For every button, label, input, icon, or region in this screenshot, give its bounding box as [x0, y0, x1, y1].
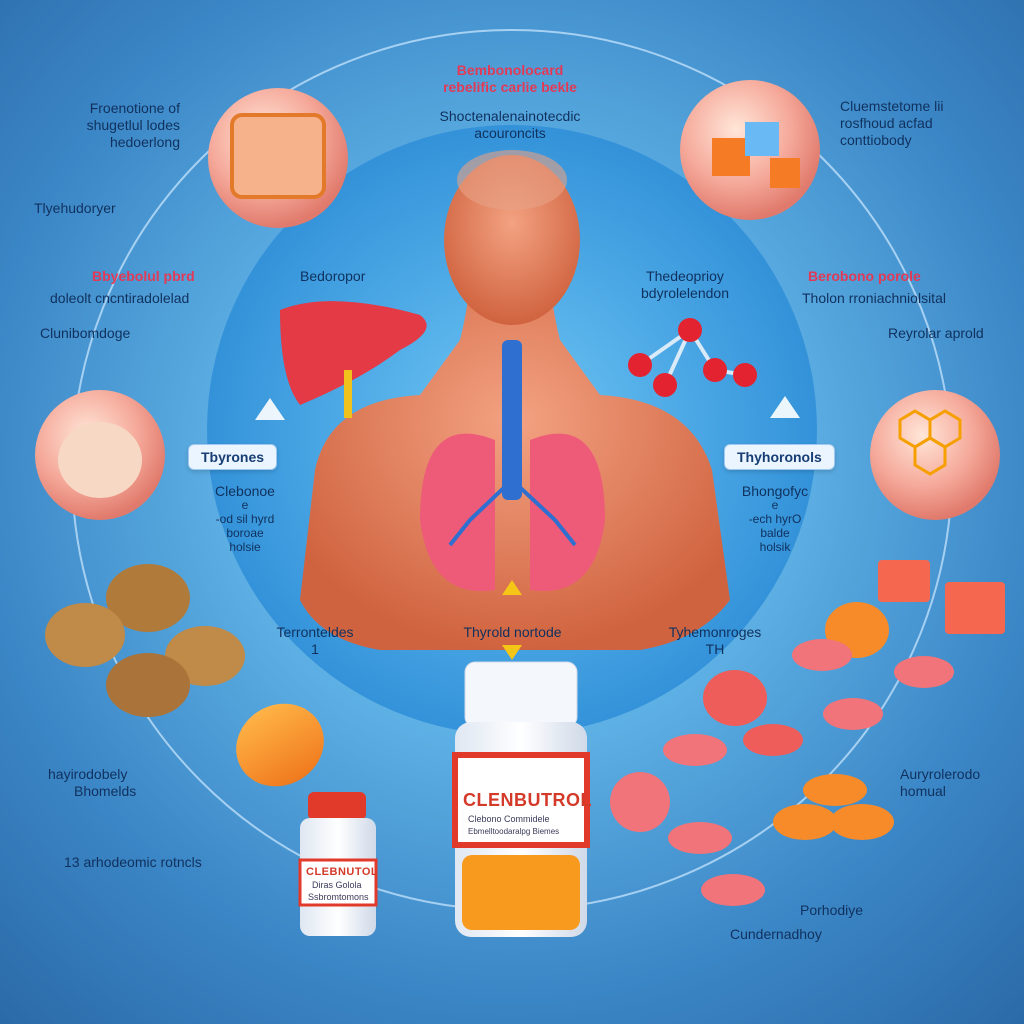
right-info-line: -ech hyrO — [748, 512, 802, 526]
pills-group — [610, 560, 1005, 906]
left-info-line: Clebonoe — [215, 483, 275, 499]
fat-cells-icon — [58, 422, 142, 498]
big-bottle-sub2: Ebmelltoodaralpg Biemes — [468, 827, 560, 836]
lower-right-center-label: Tyhemonroges TH — [650, 624, 780, 658]
bottom-right-note1: Porhodiye — [800, 902, 864, 918]
pill-label-left: Tbyrones — [188, 444, 278, 470]
liver-stem — [344, 370, 352, 418]
nuts-group — [45, 564, 245, 717]
left-info-line: -od sil hyrd — [215, 512, 275, 526]
big-bottle — [452, 661, 590, 937]
up-arrow-right — [770, 396, 800, 418]
lower-right-center-line: TH — [705, 641, 725, 657]
top-right-caption: Cluemstetome lii rosfhoud acfad conttiob… — [840, 98, 1000, 149]
lower-right-center-line: Tyhemonroges — [668, 624, 762, 640]
left-info-line: boroae — [226, 526, 264, 540]
top-left-tag: Tlyehudoryer — [34, 200, 116, 216]
mid-left-line2: Clunibomdoge — [40, 325, 131, 341]
cube-icon-orange-2 — [770, 158, 800, 188]
cube-icon-orange — [712, 138, 750, 176]
right-info-line: holsik — [759, 540, 791, 554]
molecule-diagram — [628, 318, 757, 397]
cube-icon-blue — [745, 122, 779, 156]
bottom-right-line: homual — [900, 783, 946, 799]
mid-right-line: Tholon rroniachniolsital — [802, 290, 946, 306]
mid-left-line: doleolt cncntiradolelad — [50, 290, 190, 306]
right-info-block: Bhongofyc e -ech hyrO balde holsik — [720, 484, 830, 554]
lower-left-center-label: Terronteldes 1 — [250, 624, 380, 658]
top-right-line: rosfhoud acfad — [840, 115, 933, 131]
mid-right-line2: Reyrolar aprold — [888, 325, 984, 341]
top-left-caption: Froenotione of shugetlul lodes hedoerlon… — [30, 100, 180, 151]
bottom-right-caption: Auryrolerodo homual — [900, 766, 980, 800]
top-subtitle-line1: Shoctenalenainotecdic — [439, 108, 581, 124]
big-bottle-sub1: Clebono Commidele — [468, 814, 550, 824]
small-bottle-brand: CLEBNUTOL — [306, 866, 379, 878]
lower-center-label: Thyrold nortode — [463, 624, 562, 640]
top-left-line: shugetlul lodes — [86, 117, 180, 133]
hexagon-molecule-icon — [898, 409, 962, 476]
molecule-label-line1: Thedeoprioy — [646, 268, 724, 284]
top-left-line: hedoerlong — [109, 134, 180, 150]
top-subtitle: Shoctenalenainotecdic acouroncits — [380, 108, 640, 142]
orange-fruit — [236, 703, 324, 787]
small-bottle-sub2: Ssbromtomons — [308, 892, 369, 902]
up-arrow-left — [255, 398, 285, 420]
lower-left-center-line: 1 — [311, 641, 319, 657]
pill-label-right: Thyhoronols — [724, 444, 835, 470]
top-right-line: Cluemstetome lii — [840, 98, 944, 114]
molecule-label: Thedeoprioy bdyrolelendon — [600, 268, 770, 302]
top-title-red: Bembonolocard rebelific carlie bekle — [380, 62, 640, 96]
mid-right-red: Berobono porole — [808, 268, 921, 284]
mid-left-red: Bbyebolul pbrd — [92, 268, 195, 284]
top-title-red-line2: rebelific carlie bekle — [443, 79, 577, 95]
small-bottle-sub1: Diras Golola — [312, 880, 362, 890]
bottom-left-line: hayirodobely — [48, 766, 128, 782]
hex-cells-icon — [230, 113, 326, 199]
left-info-line: e — [241, 498, 249, 512]
top-left-line: Froenotione of — [89, 100, 180, 116]
right-info-line: balde — [760, 526, 790, 540]
bottom-left-note: 13 arhodeomic rotncls — [64, 854, 202, 870]
molecule-label-line2: bdyrolelendon — [641, 285, 729, 301]
big-bottle-brand: CLENBUTROL — [463, 790, 592, 810]
top-title-red-line1: Bembonolocard — [456, 62, 564, 78]
bottom-left-line: Bhomelds — [74, 783, 137, 799]
top-subtitle-line2: acouroncits — [474, 125, 546, 141]
bubble-right — [870, 390, 1000, 520]
bottom-right-note2: Cundernadhoy — [730, 926, 822, 942]
right-info-line: Bhongofyc — [741, 483, 809, 499]
right-info-line: e — [771, 498, 779, 512]
left-info-line: holsie — [229, 540, 261, 554]
liver-label: Bedoropor — [300, 268, 366, 284]
lower-left-center-line: Terronteldes — [276, 624, 354, 640]
small-bottle — [298, 792, 378, 936]
bottom-right-line: Auryrolerodo — [900, 766, 981, 782]
liver-organ — [280, 301, 427, 405]
left-info-block: Clebonoe e -od sil hyrd boroae holsie — [190, 484, 300, 554]
bottom-left-caption: hayirodobely Bhomelds — [48, 766, 136, 800]
top-right-line: conttiobody — [840, 132, 912, 148]
human-torso-figure — [300, 150, 730, 650]
